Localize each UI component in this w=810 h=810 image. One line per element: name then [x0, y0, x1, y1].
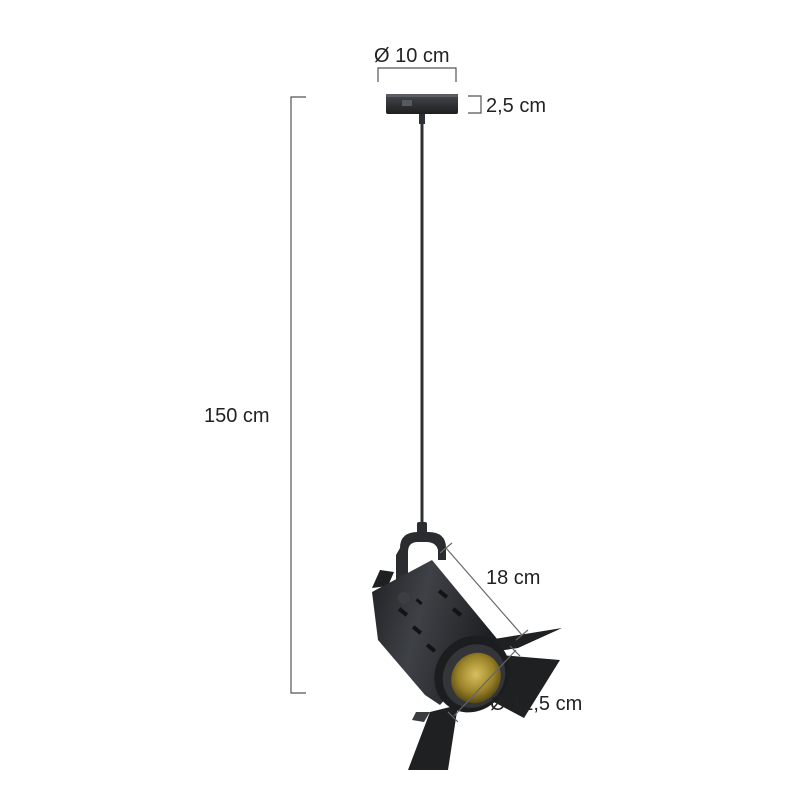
cable-grip [419, 114, 425, 124]
spot-diameter-label: Ø 12,5 cm [490, 693, 582, 715]
total-height-label: 150 cm [204, 405, 270, 427]
canopy-height-bracket [468, 95, 482, 114]
barn-door-bottom-edge [412, 712, 430, 722]
spot-diameter-dimension: Ø 12,5 cm [447, 645, 582, 723]
canopy-notch [402, 100, 412, 106]
pivot-knob [398, 592, 410, 604]
spot-length-dimension: 18 cm [439, 542, 540, 641]
spot-length-label: 18 cm [486, 567, 540, 589]
canopy-diameter-label: Ø 10 cm [374, 45, 450, 67]
spotlight [372, 532, 562, 770]
barn-door-top [488, 628, 562, 652]
canopy-height-dimension: 2,5 cm [468, 95, 546, 117]
canopy-diameter-dimension: Ø 10 cm [374, 45, 457, 82]
barn-door-bottom [408, 705, 458, 770]
spot-diameter-tick-bottom [447, 711, 459, 723]
total-height-bracket [290, 96, 306, 694]
spot-length-line [445, 547, 523, 636]
bulb-reflector [451, 652, 501, 704]
canopy-top-highlight [386, 94, 458, 97]
ceiling-canopy [386, 94, 458, 124]
total-height-dimension: 150 cm [204, 96, 306, 694]
spot-length-tick-top [439, 542, 453, 554]
canopy-body [386, 94, 458, 114]
body-ventilation-slots [397, 589, 463, 653]
spot-diameter-line [453, 649, 517, 717]
canopy-diameter-bracket [377, 67, 457, 82]
spot-length-tick-bottom [515, 629, 529, 641]
canopy-height-label: 2,5 cm [486, 95, 546, 117]
spot-diameter-tick-top [509, 645, 521, 657]
